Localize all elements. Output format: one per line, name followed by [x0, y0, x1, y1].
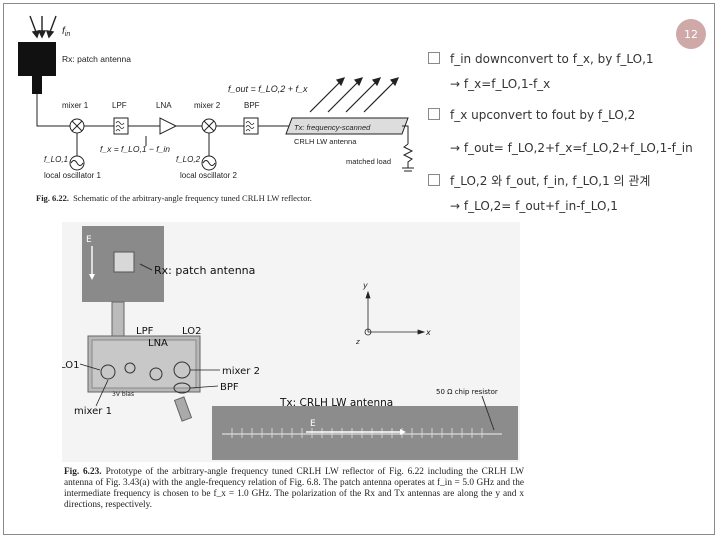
note-1-text: f_in downconvert to f_x, by f_LO,1 — [450, 52, 654, 66]
patch-antenna-block — [18, 42, 56, 76]
axis-x-label: x — [425, 328, 431, 337]
chip-resistor-label: 50 Ω chip resistor — [436, 388, 498, 396]
flo2-label: f_LO,2 — [176, 155, 201, 164]
note-1-formula: → f_x=f_LO,1-f_x — [450, 77, 551, 91]
local-oscillator1-label: local oscillator 1 — [44, 171, 101, 180]
tx-label-line2: CRLH LW antenna — [294, 137, 357, 146]
mixer1-photo-label: mixer 1 — [74, 406, 112, 417]
note-sub-2: → f_out= f_LO,2+f_x=f_LO,2+f_LO,1-f_in — [450, 141, 693, 155]
page-number-badge: 12 — [676, 19, 706, 49]
note-bullet-2: f_x upconvert to fout by f_LO,2 — [428, 108, 635, 122]
lpf-photo-label: LPF — [136, 326, 154, 337]
fout-equation: f_out = f_LO,2 + f_x — [228, 84, 308, 94]
local-oscillator2-label: local oscillator 2 — [180, 171, 237, 180]
mixer2-photo-label: mixer 2 — [222, 366, 260, 377]
bpf-label: BPF — [244, 101, 260, 110]
schematic-figure: fin Rx: patch antenna mixer 1 LPF LNA mi… — [18, 15, 414, 180]
figure2-caption-text: Prototype of the arbitrary-angle frequen… — [64, 467, 524, 510]
rx-photo-label: Rx: patch antenna — [154, 264, 255, 277]
bias-photo-label: 3V bias — [112, 391, 134, 398]
note-bullet-3: f_LO,2 와 f_out, f_in, f_LO,1 의 관계 — [428, 172, 650, 189]
e-field-label-bottom: E — [310, 419, 316, 429]
bpf-symbol — [243, 117, 259, 135]
fx-equation: f_x = f_LO,1 − f_in — [100, 144, 170, 154]
lna-photo-label: LNA — [148, 338, 168, 349]
figure1-caption-text: Schematic of the arbitrary-angle frequen… — [73, 193, 312, 203]
lna-symbol — [159, 117, 178, 135]
crlh-tx-antenna-board — [212, 406, 518, 460]
slide-frame — [3, 3, 715, 535]
figure1-caption-number: Fig. 6.22. — [36, 193, 70, 203]
axis-y-label: y — [362, 281, 368, 290]
note-3-text: f_LO,2 와 f_out, f_in, f_LO,1 의 관계 — [450, 174, 651, 188]
e-field-label-top: E — [86, 235, 92, 245]
matched-load-label: matched load — [346, 157, 391, 166]
note-sub-3: → f_LO,2= f_out+f_in-f_LO,1 — [450, 199, 618, 213]
incoming-wave-arrows — [29, 15, 57, 39]
bullet-icon — [428, 174, 440, 186]
rx-label: Rx: patch antenna — [62, 54, 131, 64]
lna-label: LNA — [156, 101, 172, 110]
note-2-text: f_x upconvert to fout by f_LO,2 — [450, 108, 636, 122]
flo1-label: f_LO,1 — [44, 155, 68, 164]
mixer2-label: mixer 2 — [194, 101, 221, 110]
coordinate-axes — [364, 290, 426, 336]
axis-z-label: z — [355, 338, 360, 346]
lpf-label: LPF — [112, 101, 127, 110]
lo1-photo-label: LO1 — [62, 360, 79, 371]
bullet-icon — [428, 52, 440, 64]
figure2-caption: Fig. 6.23.Prototype of the arbitrary-ang… — [64, 467, 524, 511]
figure2-caption-number: Fig. 6.23. — [64, 467, 102, 477]
note-3-formula: → f_LO,2= f_out+f_in-f_LO,1 — [450, 199, 618, 213]
bpf-photo-label: BPF — [220, 382, 239, 393]
note-2-formula: → f_out= f_LO,2+f_x=f_LO,2+f_LO,1-f_in — [450, 141, 693, 155]
figure1-caption: Fig. 6.22.Schematic of the arbitrary-ang… — [36, 193, 416, 203]
fin-label: fin — [62, 26, 70, 38]
note-bullet-1: f_in downconvert to f_x, by f_LO,1 — [428, 52, 654, 66]
lo2-photo-label: LO2 — [182, 326, 201, 337]
tx-photo-label: Tx: CRLH LW antenna — [279, 397, 393, 409]
lpf-symbol — [113, 117, 129, 135]
prototype-photo: E Rx: patch antenna LPF LNA LO2 LO1 mixe… — [62, 222, 520, 462]
note-sub-1: → f_x=f_LO,1-f_x — [450, 77, 550, 91]
tx-antenna-bar — [285, 117, 409, 135]
mixer1-label: mixer 1 — [62, 101, 89, 110]
page-number: 12 — [684, 27, 698, 41]
bullet-icon — [428, 108, 440, 120]
tx-label-line1: Tx: frequency-scanned — [294, 123, 371, 132]
outgoing-wave-arrows — [309, 77, 400, 113]
